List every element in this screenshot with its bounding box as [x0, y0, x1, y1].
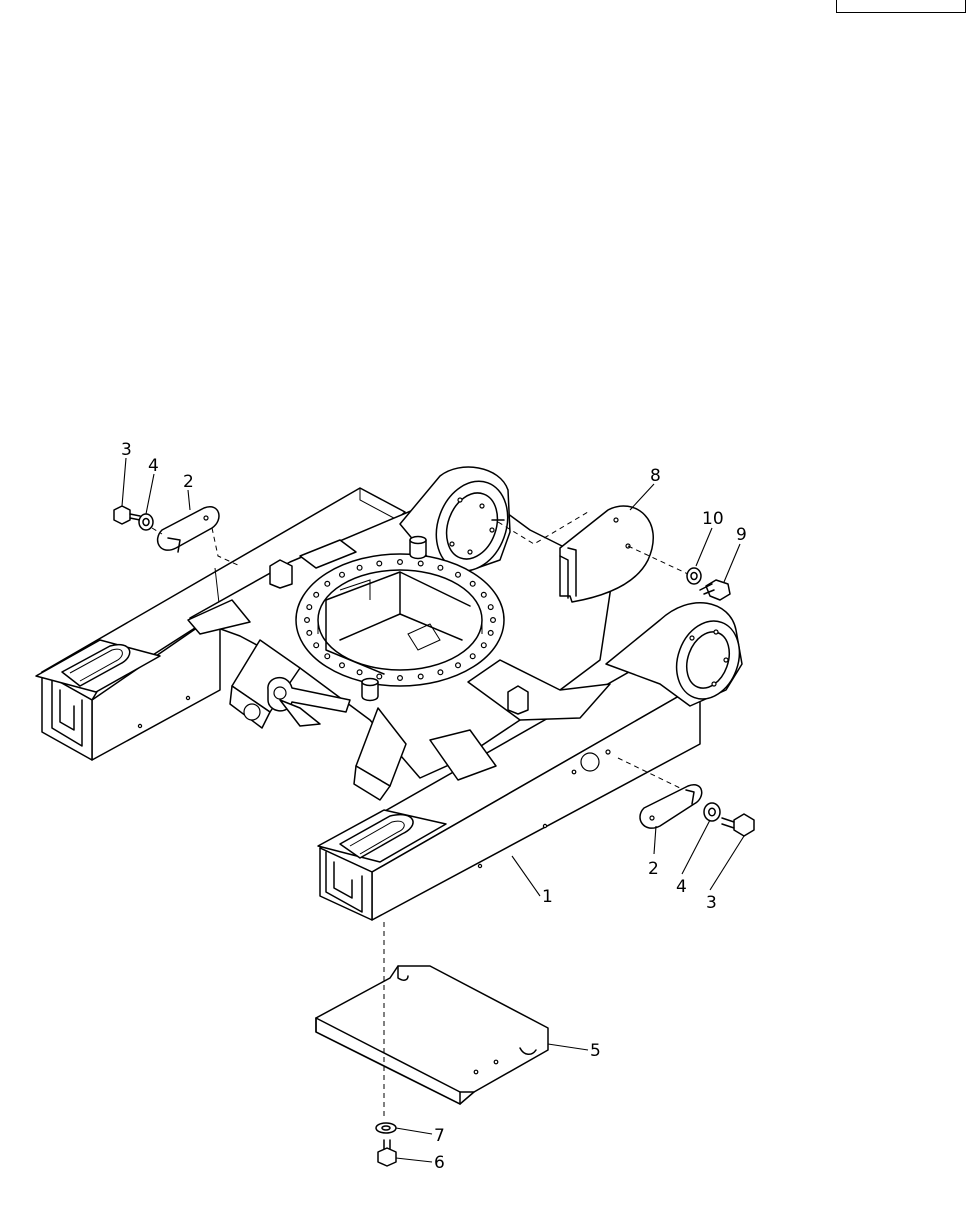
part-5-under-cover — [315, 922, 549, 1118]
ring-bolt-hole — [490, 616, 497, 623]
part-8-cover-plate — [497, 505, 689, 603]
ring-bolt-hole — [306, 629, 313, 636]
ring-bolt-hole — [304, 616, 311, 623]
ring-bolt-hole — [480, 642, 487, 649]
part-7-washer — [375, 1122, 397, 1134]
part-6-bolt — [377, 1139, 397, 1167]
ring-bolt-hole — [487, 604, 494, 611]
part-10-washer — [686, 567, 702, 585]
ring-bolt-hole — [339, 662, 346, 669]
ring-bolt-hole — [324, 580, 331, 587]
ring-bolt-hole — [356, 669, 363, 676]
callout-2-right: 2 — [648, 859, 659, 879]
ring-bolt-hole — [437, 564, 444, 571]
callout-5: 5 — [590, 1041, 601, 1061]
slewing-ring — [295, 553, 505, 687]
part-4-washer-left — [138, 513, 154, 531]
callout-3-right: 3 — [706, 893, 717, 913]
callout-6: 6 — [434, 1153, 445, 1173]
part-3-bolt-right — [721, 813, 755, 837]
ring-bolt-hole — [313, 591, 320, 598]
ring-bolt-hole — [455, 662, 462, 669]
callout-2-top-left: 2 — [183, 472, 194, 492]
part-9-bolt — [699, 579, 731, 601]
callout-3-top-left: 3 — [121, 440, 132, 460]
callout-9: 9 — [736, 525, 747, 545]
ring-bolt-hole — [417, 560, 424, 567]
ring-bolt-hole — [417, 673, 424, 680]
ring-bolt-hole — [376, 673, 383, 680]
ring-bolt-hole — [455, 571, 462, 578]
part-2-plate-right — [617, 757, 703, 829]
part-2-plate-left — [151, 506, 241, 567]
ring-bolt-hole — [437, 669, 444, 676]
ring-bolt-hole — [356, 564, 363, 571]
callout-1: 1 — [542, 887, 553, 907]
callout-labels: 3 4 2 8 10 9 2 4 3 1 5 7 6 — [121, 440, 747, 1173]
part-3-bolt-left — [113, 505, 141, 525]
leader-lines — [121, 457, 745, 1163]
ring-bolt-hole — [469, 653, 476, 660]
ring-bolt-hole — [469, 580, 476, 587]
callout-4-top-left: 4 — [148, 456, 159, 476]
ring-bolt-hole — [480, 591, 487, 598]
callout-4-right: 4 — [676, 877, 687, 897]
ring-bolt-hole — [306, 604, 313, 611]
ring-bolt-hole — [324, 653, 331, 660]
grease-fitting-rear — [409, 535, 427, 560]
ring-bolt-hole — [313, 642, 320, 649]
part-4-washer-right — [703, 802, 721, 822]
front-swing-housing — [605, 602, 743, 707]
ring-bolt-hole — [397, 674, 404, 681]
rear-swing-housing — [399, 466, 511, 577]
ring-bolt-hole — [339, 571, 346, 578]
callout-10: 10 — [702, 509, 724, 529]
callout-8: 8 — [650, 466, 661, 486]
callout-7: 7 — [434, 1126, 445, 1146]
ring-bolt-hole — [376, 560, 383, 567]
ring-bolt-hole — [397, 558, 404, 565]
reference-box — [836, 0, 966, 13]
right-track-frame — [317, 659, 701, 921]
grease-fitting-front — [361, 677, 379, 702]
ring-bolt-hole — [487, 629, 494, 636]
left-track-frame — [35, 487, 406, 761]
